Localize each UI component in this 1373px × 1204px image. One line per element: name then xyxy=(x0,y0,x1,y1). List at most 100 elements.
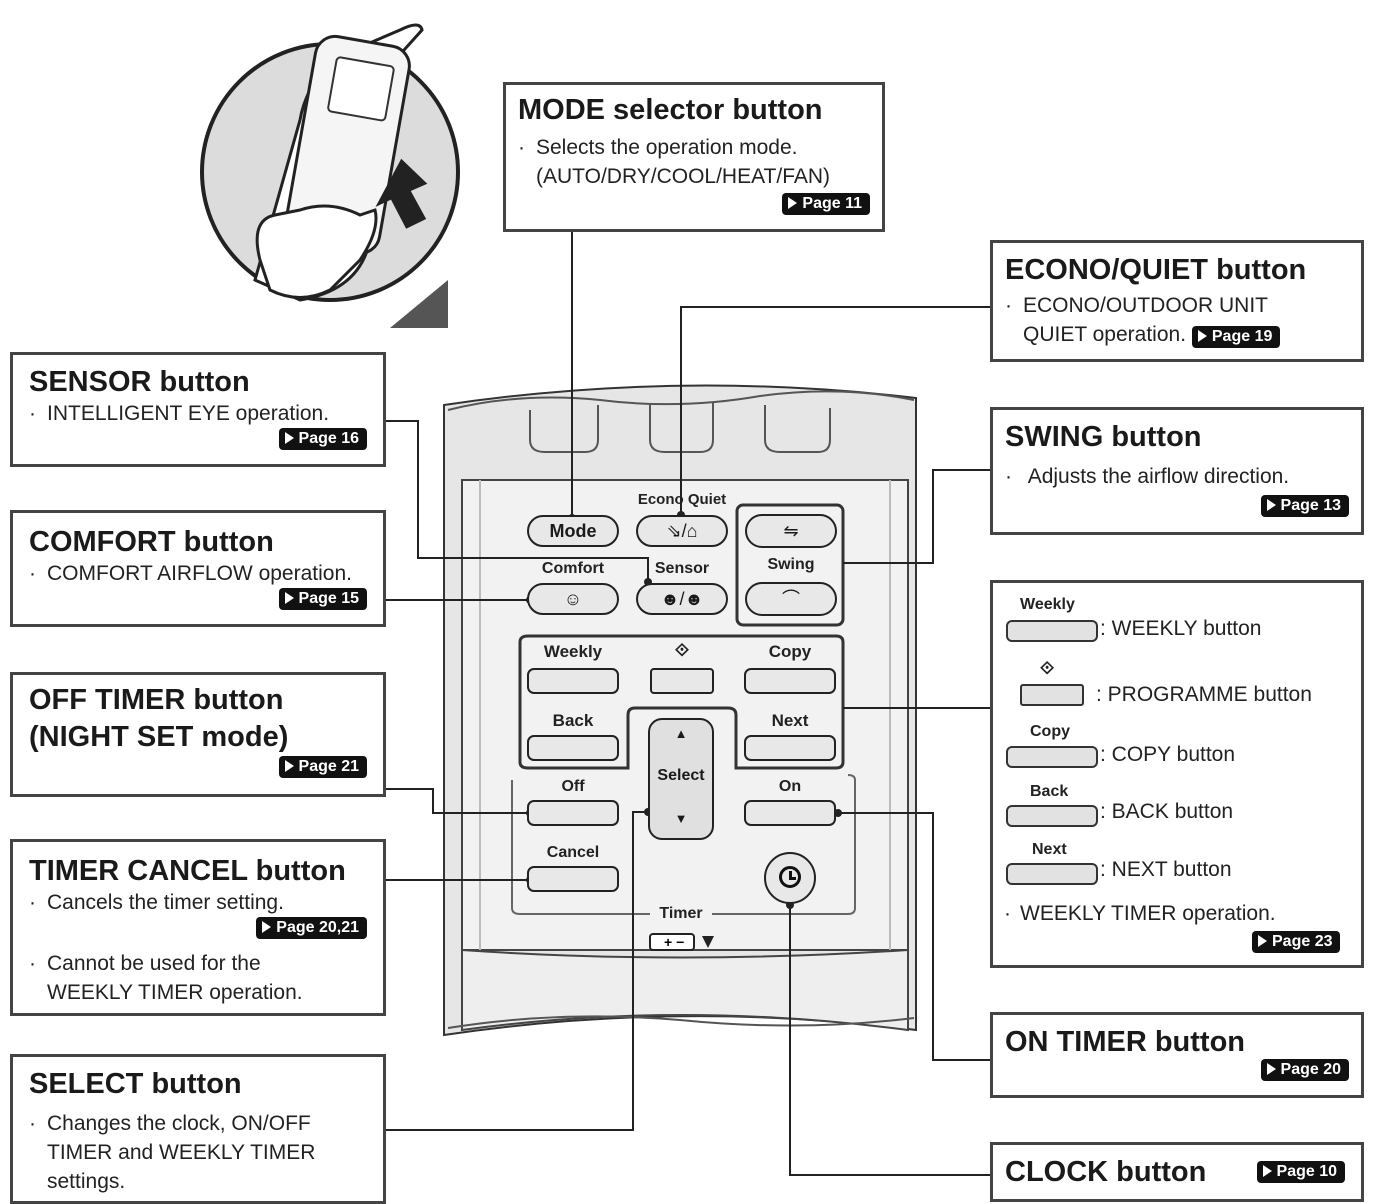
timer-cancel-page-ref[interactable]: Page 20,21 xyxy=(256,917,367,939)
mode-button[interactable]: Mode xyxy=(527,515,619,547)
off-button[interactable] xyxy=(527,800,619,826)
econo-page-label: Page 19 xyxy=(1211,328,1273,345)
swing-vertical-icon: ⇋ xyxy=(783,521,799,541)
swing-bottom-button[interactable]: ⌒ xyxy=(745,582,837,616)
comfort-callout-desc: COMFORT AIRFLOW operation. xyxy=(47,562,352,585)
legend-copy-button xyxy=(1006,746,1098,768)
next-button[interactable] xyxy=(744,735,836,761)
select-callout-desc3: settings. xyxy=(47,1170,126,1193)
econo-callout-desc1: ECONO/OUTDOOR UNIT xyxy=(1023,294,1268,317)
next-label: Next xyxy=(771,711,809,730)
off-timer-title: OFF TIMER button xyxy=(29,684,284,716)
programme-icon: ⟐ xyxy=(674,640,690,660)
swing-top-button[interactable]: ⇋ xyxy=(745,514,837,548)
weekly-page-ref[interactable]: Page 23 xyxy=(1252,931,1341,953)
clock-page-label: Page 10 xyxy=(1276,1163,1337,1180)
select-label: Select xyxy=(657,767,705,784)
select-up-arrow-icon: ▲ xyxy=(674,726,688,741)
mode-callout-modes: (AUTO/DRY/COOL/HEAT/FAN) xyxy=(536,165,831,188)
clock-page-ref[interactable]: Page 10 xyxy=(1256,1161,1345,1183)
weekly-label: Weekly xyxy=(543,642,603,661)
legend-back-button xyxy=(1006,805,1098,827)
mode-button-label: Mode xyxy=(549,521,597,541)
mode-page-label: Page 11 xyxy=(802,195,862,212)
legend-weekly-label: Weekly xyxy=(1020,596,1075,613)
econo-quiet-callout: ECONO/QUIET button ·ECONO/OUTDOOR UNIT Q… xyxy=(990,240,1364,362)
back-button[interactable] xyxy=(527,735,619,761)
swing-page-ref[interactable]: Page 13 xyxy=(1260,495,1349,517)
legend-next-label: Next xyxy=(1032,841,1067,858)
off-timer-subtitle: (NIGHT SET mode) xyxy=(29,721,289,753)
timer-cancel-desc3: WEEKLY TIMER operation. xyxy=(47,981,303,1004)
sensor-callout-desc: INTELLIGENT EYE operation. xyxy=(47,402,330,425)
econo-page-ref[interactable]: Page 19 xyxy=(1191,326,1281,348)
clock-callout-title: CLOCK button xyxy=(1005,1156,1207,1188)
timer-cancel-callout: TIMER CANCEL button ·Cancels the timer s… xyxy=(10,839,386,1016)
comfort-button[interactable]: ☺ xyxy=(527,583,619,615)
off-timer-page-label: Page 21 xyxy=(298,758,359,775)
off-timer-callout: OFF TIMER button (NIGHT SET mode) Page 2… xyxy=(10,672,386,797)
sensor-callout-title: SENSOR button xyxy=(29,366,250,398)
comfort-callout-title: COMFORT button xyxy=(29,526,274,558)
weekly-page-label: Page 23 xyxy=(1272,933,1333,950)
timer-cancel-page-label: Page 20,21 xyxy=(276,919,359,936)
weekly-button[interactable] xyxy=(527,668,619,694)
legend-weekly-button xyxy=(1006,620,1098,642)
legend-weekly-timer-desc: ·WEEKLY TIMER operation. xyxy=(1004,902,1276,925)
copy-button[interactable] xyxy=(744,668,836,694)
econo-quiet-button[interactable]: ⇘/⌂ xyxy=(636,515,728,547)
legend-next-text: : NEXT button xyxy=(1100,858,1232,881)
programme-button[interactable] xyxy=(650,668,714,694)
cancel-button[interactable] xyxy=(527,866,619,892)
legend-back-text: : BACK button xyxy=(1100,800,1234,823)
sensor-button[interactable]: ☻/☻ xyxy=(636,583,728,615)
sensor-page-ref[interactable]: Page 16 xyxy=(278,428,367,450)
select-button[interactable]: ▲ Select ▼ xyxy=(648,718,714,840)
swing-callout: SWING button · Adjusts the airflow direc… xyxy=(990,407,1364,535)
legend-back-label: Back xyxy=(1030,783,1069,800)
econo-quiet-icon: ⇘/⌂ xyxy=(666,521,698,541)
legend-programme-icon: ⟐ xyxy=(1040,658,1055,678)
mode-callout-desc: Selects the operation mode. xyxy=(536,136,798,159)
comfort-callout: COMFORT button ·COMFORT AIRFLOW operatio… xyxy=(10,510,386,627)
comfort-page-ref[interactable]: Page 15 xyxy=(278,588,367,610)
select-callout-title: SELECT button xyxy=(29,1068,242,1100)
on-timer-title: ON TIMER button xyxy=(1005,1026,1246,1058)
legend-programme-text: : PROGRAMME button xyxy=(1096,683,1312,706)
weekly-timer-desc-text: WEEKLY TIMER operation. xyxy=(1020,902,1276,925)
intelligent-eye-icon: ☻/☻ xyxy=(660,589,704,609)
econo-callout-desc2: QUIET operation. xyxy=(1023,323,1187,346)
clock-callout: CLOCK button Page 10 xyxy=(990,1142,1364,1202)
legend-programme-button xyxy=(1020,684,1084,706)
legend-weekly-text: : WEEKLY button xyxy=(1100,617,1262,640)
off-label: Off xyxy=(561,778,585,795)
legend-copy-label: Copy xyxy=(1030,723,1070,740)
clock-icon xyxy=(779,866,801,888)
cancel-label: Cancel xyxy=(546,844,600,861)
back-label: Back xyxy=(552,711,594,730)
legend-next-button xyxy=(1006,863,1098,885)
swing-label: Swing xyxy=(767,556,815,573)
sensor-callout: SENSOR button ·INTELLIGENT EYE operation… xyxy=(10,352,386,467)
clock-button[interactable] xyxy=(764,852,816,904)
comfort-label: Comfort xyxy=(541,560,605,577)
econo-callout-title: ECONO/QUIET button xyxy=(1005,254,1307,286)
legend-copy-text: : COPY button xyxy=(1100,743,1236,766)
swing-callout-title: SWING button xyxy=(1005,421,1202,453)
off-timer-page-ref[interactable]: Page 21 xyxy=(278,756,367,778)
select-callout-desc2: TIMER and WEEKLY TIMER xyxy=(47,1141,316,1164)
select-callout: SELECT button ·Changes the clock, ON/OFF… xyxy=(10,1054,386,1204)
timer-cancel-desc1: Cancels the timer setting. xyxy=(47,891,284,914)
mode-callout-title: MODE selector button xyxy=(518,94,823,126)
swing-callout-desc: Adjusts the airflow direction. xyxy=(1027,465,1290,488)
on-timer-page-ref[interactable]: Page 20 xyxy=(1260,1059,1349,1081)
comfort-page-label: Page 15 xyxy=(298,590,359,607)
econo-quiet-label: Econo Quiet xyxy=(637,491,727,508)
mode-callout: MODE selector button ·Selects the operat… xyxy=(503,82,885,232)
copy-label: Copy xyxy=(768,642,812,661)
mode-page-ref[interactable]: Page 11 xyxy=(782,193,870,215)
on-timer-callout: ON TIMER button Page 20 xyxy=(990,1012,1364,1098)
swing-horizontal-icon: ⌒ xyxy=(782,589,800,609)
on-button[interactable] xyxy=(744,800,836,826)
on-timer-page-label: Page 20 xyxy=(1280,1061,1341,1078)
